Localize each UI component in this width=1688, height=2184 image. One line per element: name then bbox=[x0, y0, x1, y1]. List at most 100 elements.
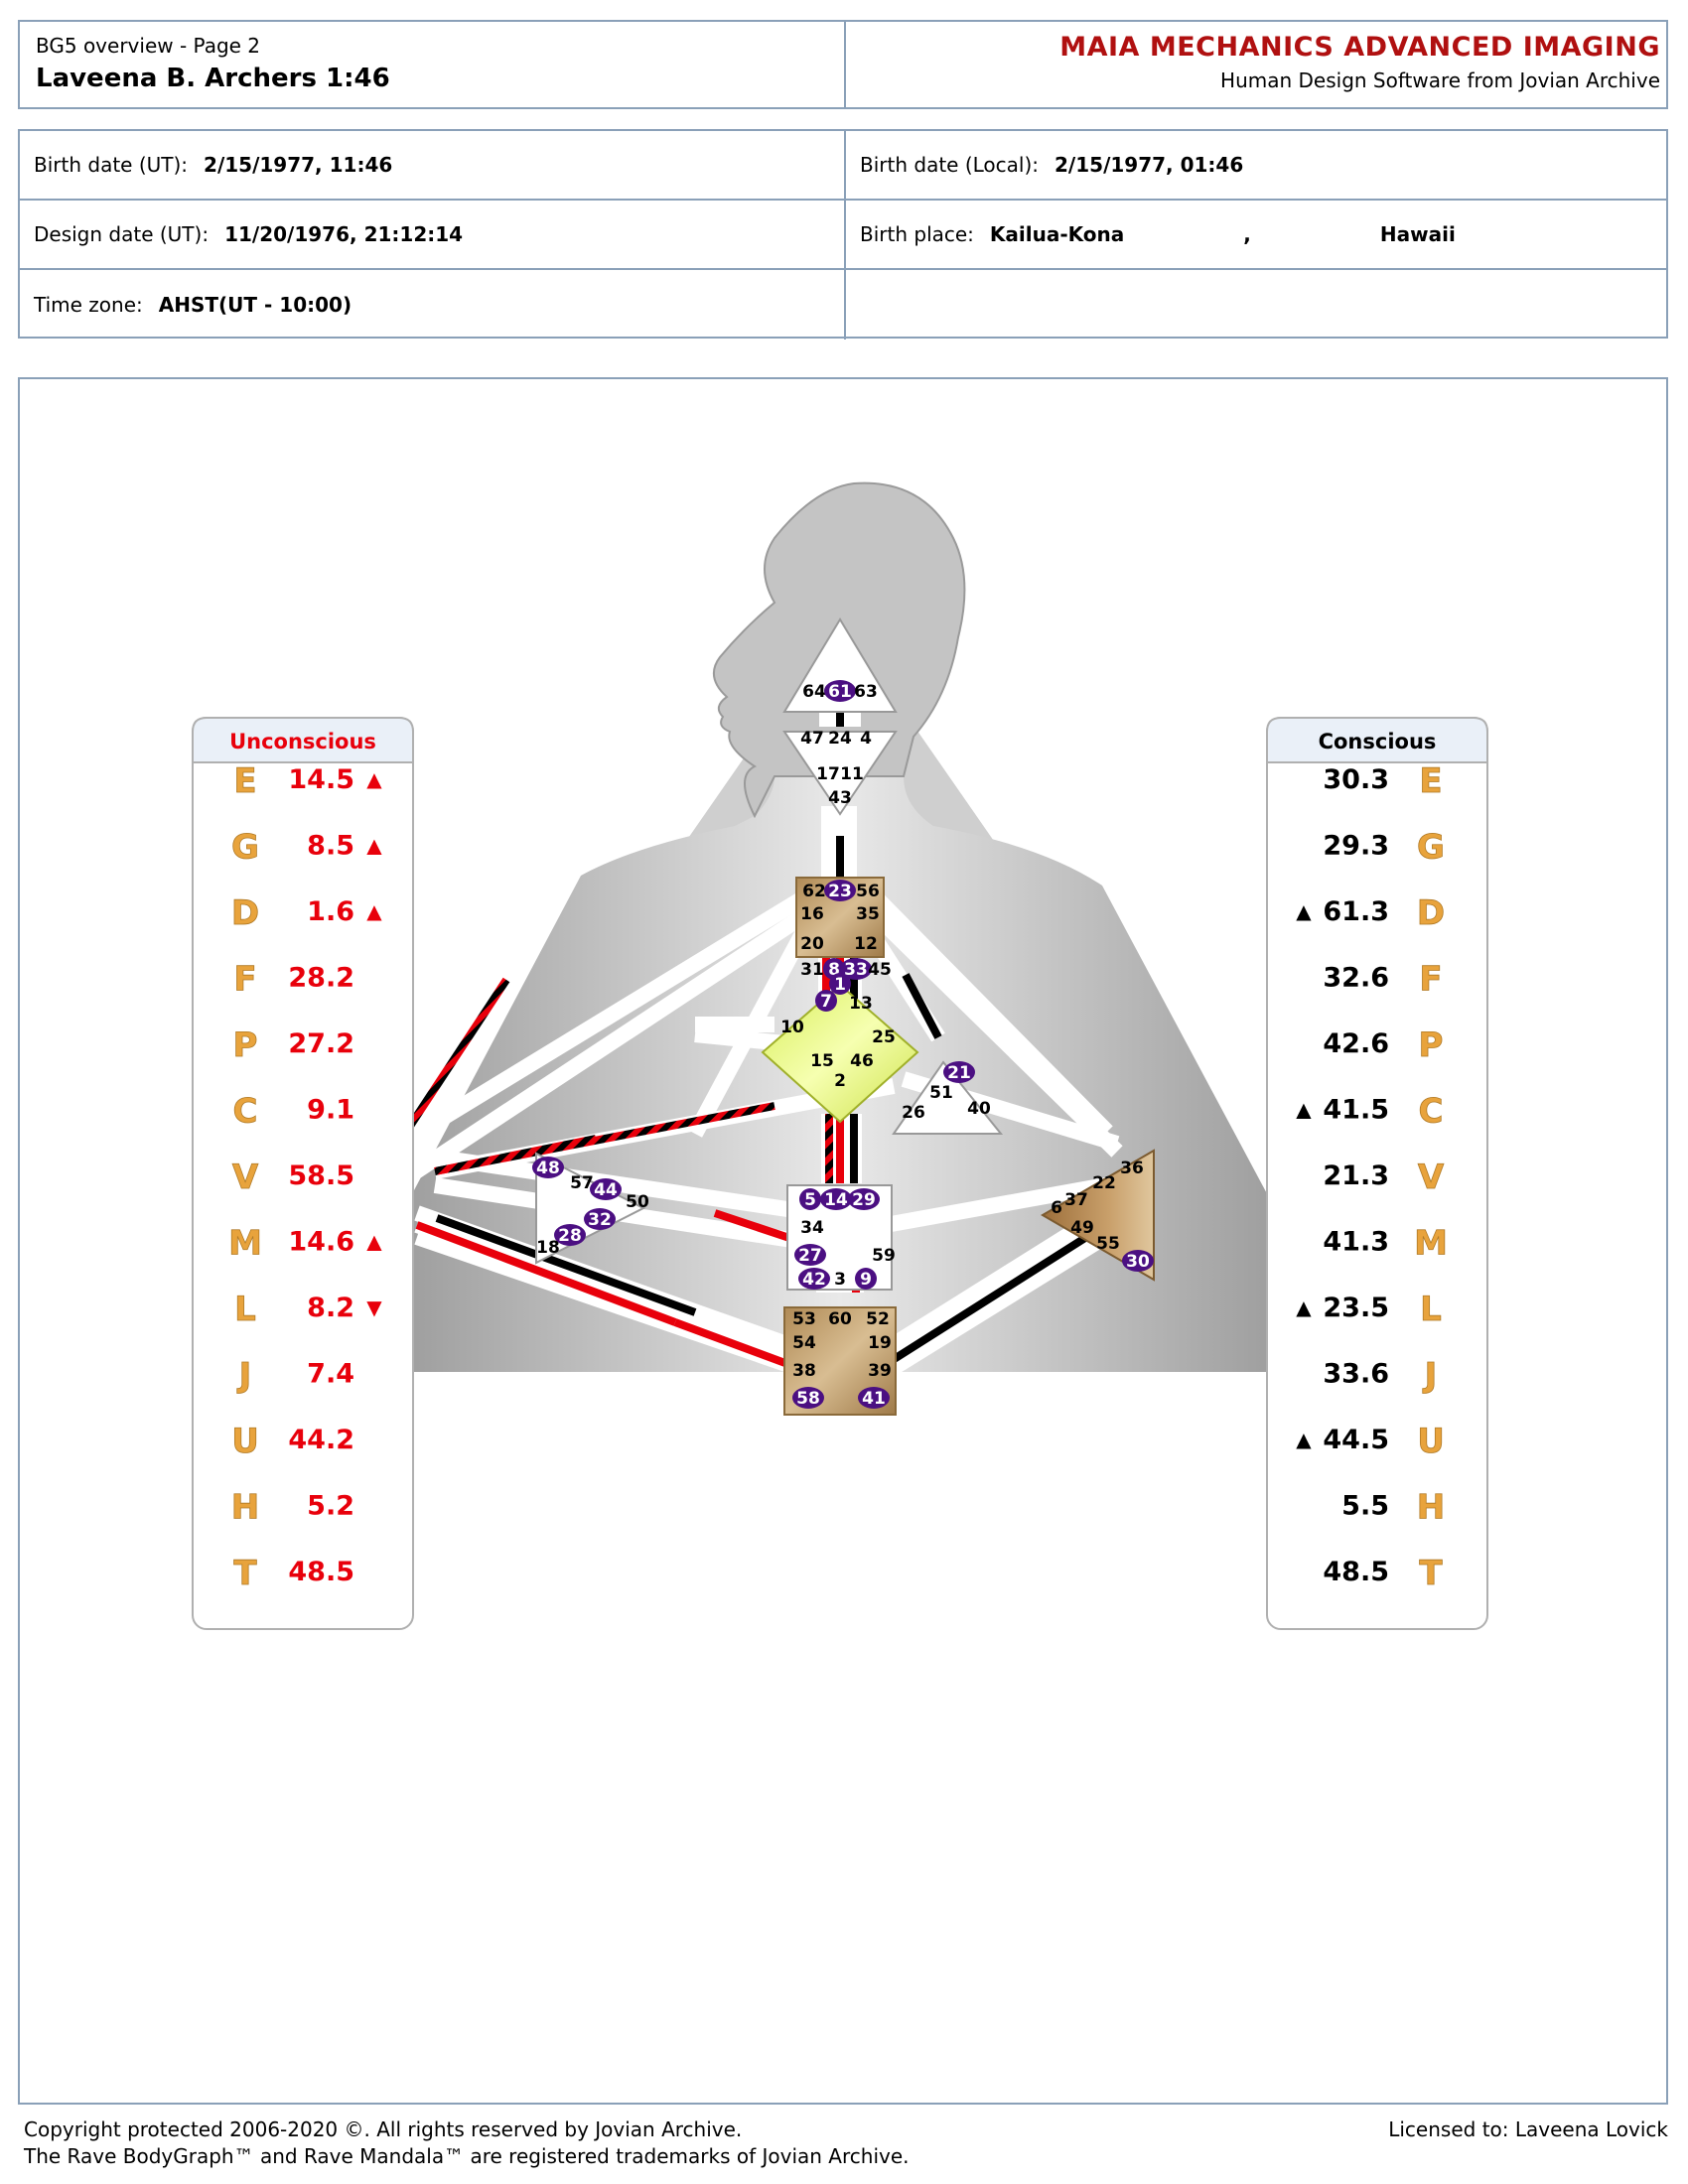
gate-number: 58 bbox=[796, 1389, 820, 1409]
gate-number: 22 bbox=[1092, 1173, 1116, 1193]
gate-37: 37 bbox=[1064, 1190, 1088, 1210]
gate-number: 45 bbox=[868, 960, 892, 980]
planet-symbol: D bbox=[231, 893, 259, 933]
gate-57: 57 bbox=[570, 1173, 594, 1193]
gate-number: 51 bbox=[929, 1083, 953, 1103]
gate-27: 27 bbox=[794, 1244, 826, 1266]
head-center bbox=[782, 617, 898, 713]
planet-symbol: E bbox=[233, 761, 256, 801]
gate-43: 43 bbox=[828, 788, 852, 808]
gate-number: 5 bbox=[804, 1190, 816, 1210]
gate-15: 15 bbox=[810, 1051, 834, 1071]
planet-symbol: L bbox=[1420, 1290, 1442, 1329]
gate-34: 34 bbox=[800, 1218, 824, 1238]
gate-53: 53 bbox=[792, 1309, 816, 1329]
tz-label: Time zone: bbox=[34, 293, 143, 317]
gate-number: 50 bbox=[626, 1192, 649, 1212]
gate-number: 61 bbox=[828, 682, 852, 702]
planet-row: G29.3 bbox=[1323, 827, 1445, 868]
gate-active-marker bbox=[855, 1268, 877, 1290]
activation-value: 8.2 bbox=[307, 1293, 354, 1323]
activation-value: 5.5 bbox=[1341, 1491, 1389, 1522]
retrograde-arrow: ▲ bbox=[1296, 1098, 1312, 1122]
gate-63: 63 bbox=[854, 682, 878, 702]
header-right: MAIA MECHANICS ADVANCED IMAGING Human De… bbox=[846, 22, 1670, 107]
planet-row: E30.3 bbox=[1323, 761, 1443, 802]
planet-row: T 48.5 bbox=[1323, 1554, 1443, 1594]
gate-11: 11 bbox=[840, 764, 864, 784]
gate-58: 58 bbox=[792, 1387, 824, 1409]
gate-59: 59 bbox=[872, 1246, 896, 1266]
gate-number: 31 bbox=[800, 960, 824, 980]
gate-number: 3 bbox=[834, 1270, 846, 1290]
activation-value: 48.5 bbox=[1323, 1557, 1389, 1587]
gate-active-marker bbox=[824, 680, 856, 702]
gate-number: 60 bbox=[828, 1309, 852, 1329]
time-zone: Time zone: AHST(UT - 10:00) bbox=[20, 270, 846, 340]
gate-active-marker bbox=[798, 1268, 830, 1290]
gate-50: 50 bbox=[626, 1192, 649, 1212]
gate-39: 39 bbox=[868, 1361, 892, 1381]
info-row-design: Design date (UT):11/20/1976, 21:12:14 Bi… bbox=[20, 201, 1666, 270]
gate-10: 10 bbox=[780, 1018, 804, 1037]
conscious-header bbox=[1266, 717, 1488, 763]
gate-number: 48 bbox=[536, 1159, 560, 1178]
gate-active-marker bbox=[824, 880, 856, 901]
page-footer: Copyright protected 2006-2020 ©. All rig… bbox=[24, 2116, 1668, 2170]
gate-number: 41 bbox=[862, 1389, 886, 1409]
design-ut-label: Design date (UT): bbox=[34, 222, 210, 246]
activation-value: 58.5 bbox=[288, 1160, 354, 1191]
planet-symbol: G bbox=[231, 828, 259, 868]
gate-active-marker bbox=[858, 1387, 890, 1409]
gate-13: 13 bbox=[849, 994, 873, 1014]
gate-active-marker bbox=[554, 1224, 586, 1246]
planet-symbol: T bbox=[1419, 1554, 1443, 1593]
gate-number: 10 bbox=[780, 1018, 804, 1037]
gate-number: 49 bbox=[1070, 1218, 1094, 1238]
gate-active-marker bbox=[820, 1188, 852, 1210]
planet-symbol: M bbox=[1414, 1224, 1448, 1264]
planet-symbol: V bbox=[232, 1158, 259, 1197]
gate-number: 57 bbox=[570, 1173, 594, 1193]
gate-number: 37 bbox=[1064, 1190, 1088, 1210]
gate-number: 18 bbox=[536, 1238, 560, 1258]
gate-active-marker bbox=[815, 990, 837, 1012]
gate-42: 42 bbox=[798, 1268, 830, 1290]
planet-symbol: M bbox=[228, 1224, 262, 1264]
brand-tagline: Human Design Software from Jovian Archiv… bbox=[1220, 68, 1660, 92]
page-header: BG5 overview - Page 2 Laveena B. Archers… bbox=[18, 20, 1668, 109]
gate-25: 25 bbox=[872, 1027, 896, 1047]
gate-number: 38 bbox=[792, 1361, 816, 1381]
conscious-rows: E30.3G29.3D61.3▲F32.6P42.6C41.5▲V21.3M41… bbox=[1296, 761, 1448, 1594]
gate-number: 20 bbox=[800, 934, 824, 954]
activation-value: 14.6 bbox=[288, 1227, 354, 1258]
gate-active-marker bbox=[794, 1244, 826, 1266]
gate-active-marker bbox=[799, 1188, 821, 1210]
gate-number: 55 bbox=[1096, 1234, 1120, 1254]
planet-row: F32.6 bbox=[1323, 959, 1443, 1000]
activation-value: 14.5 bbox=[288, 764, 354, 795]
activation-value: 44.2 bbox=[288, 1425, 354, 1455]
retrograde-arrow: ▲ bbox=[366, 899, 382, 923]
unconscious-title: Unconscious bbox=[229, 730, 376, 753]
gate-30: 30 bbox=[1122, 1250, 1154, 1272]
birth-date-ut: Birth date (UT):2/15/1977, 11:46 bbox=[20, 131, 846, 199]
gate-active-marker bbox=[840, 958, 872, 980]
gate-number: 63 bbox=[854, 682, 878, 702]
gate-23: 23 bbox=[824, 880, 856, 901]
activation-value: 8.5 bbox=[307, 831, 354, 862]
activation-value: 30.3 bbox=[1323, 764, 1389, 795]
gate-54: 54 bbox=[792, 1333, 816, 1353]
gate-number: 14 bbox=[824, 1190, 848, 1210]
gate-active-marker bbox=[1122, 1250, 1154, 1272]
planet-row: V21.3 bbox=[1323, 1158, 1445, 1198]
info-row-timezone: Time zone: AHST(UT - 10:00) bbox=[20, 270, 1666, 340]
tz-value: AHST(UT - 10:00) bbox=[158, 293, 352, 317]
retrograde-arrow: ▲ bbox=[1296, 899, 1312, 923]
gate-number: 25 bbox=[872, 1027, 896, 1047]
gate-44: 44 bbox=[590, 1178, 622, 1200]
gate-62: 62 bbox=[802, 882, 826, 901]
